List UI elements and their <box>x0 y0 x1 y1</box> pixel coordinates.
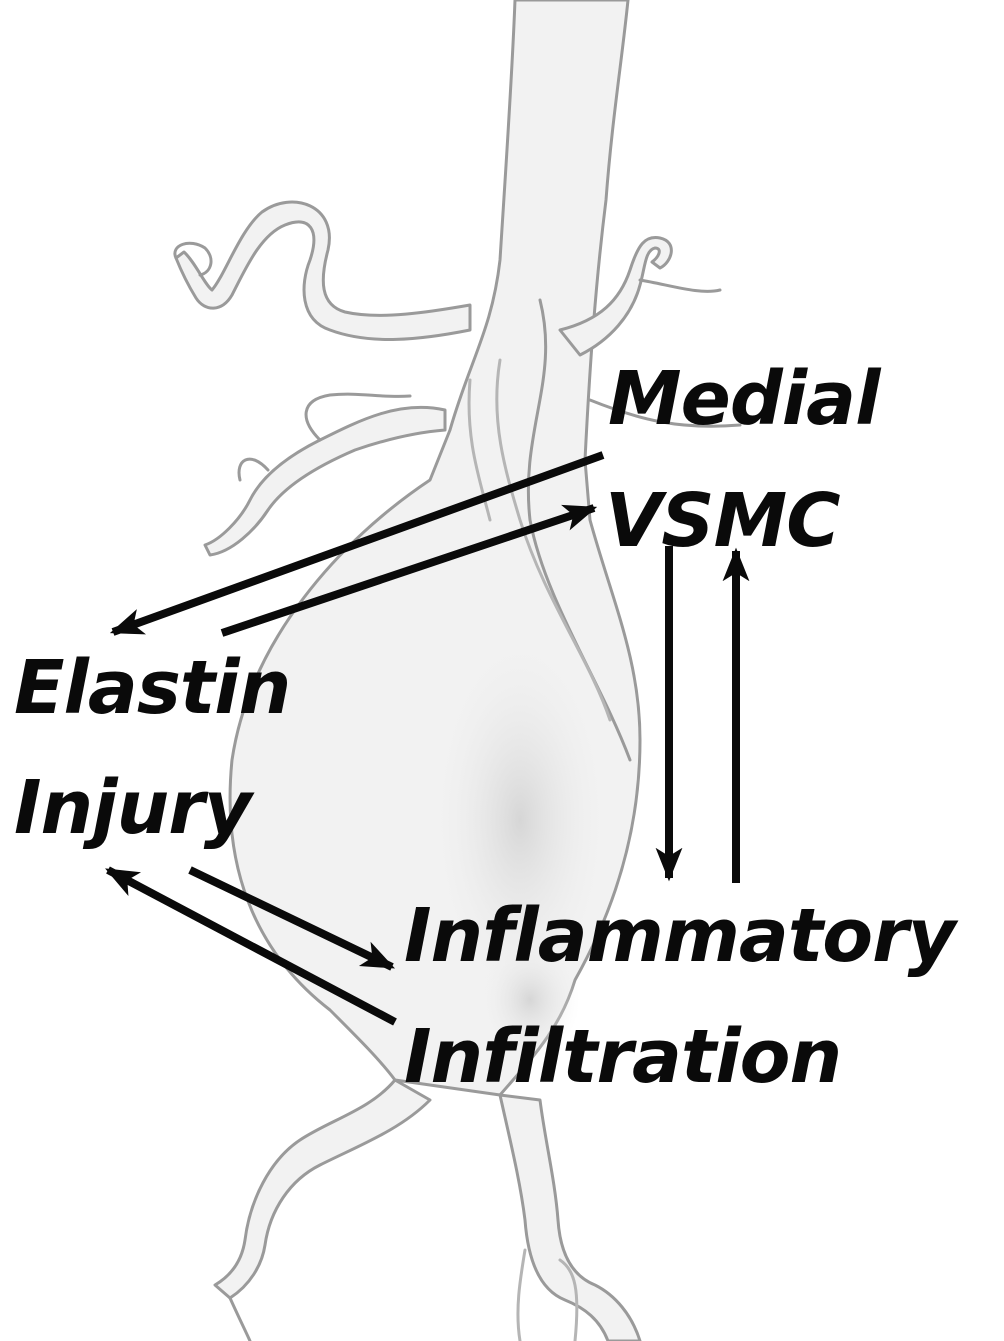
medial-label: Medial <box>608 356 882 442</box>
inflammatory-label: Inflammatory <box>404 893 959 979</box>
left-renal-artery <box>176 202 470 339</box>
elastin-label: Elastin <box>14 645 290 731</box>
left-iliac-artery <box>215 1080 430 1298</box>
vsmc-label: VSMC <box>605 478 840 564</box>
right-iliac-artery <box>500 1095 640 1341</box>
injury-label: Injury <box>14 765 255 851</box>
infiltration-label: Infiltration <box>404 1014 841 1100</box>
